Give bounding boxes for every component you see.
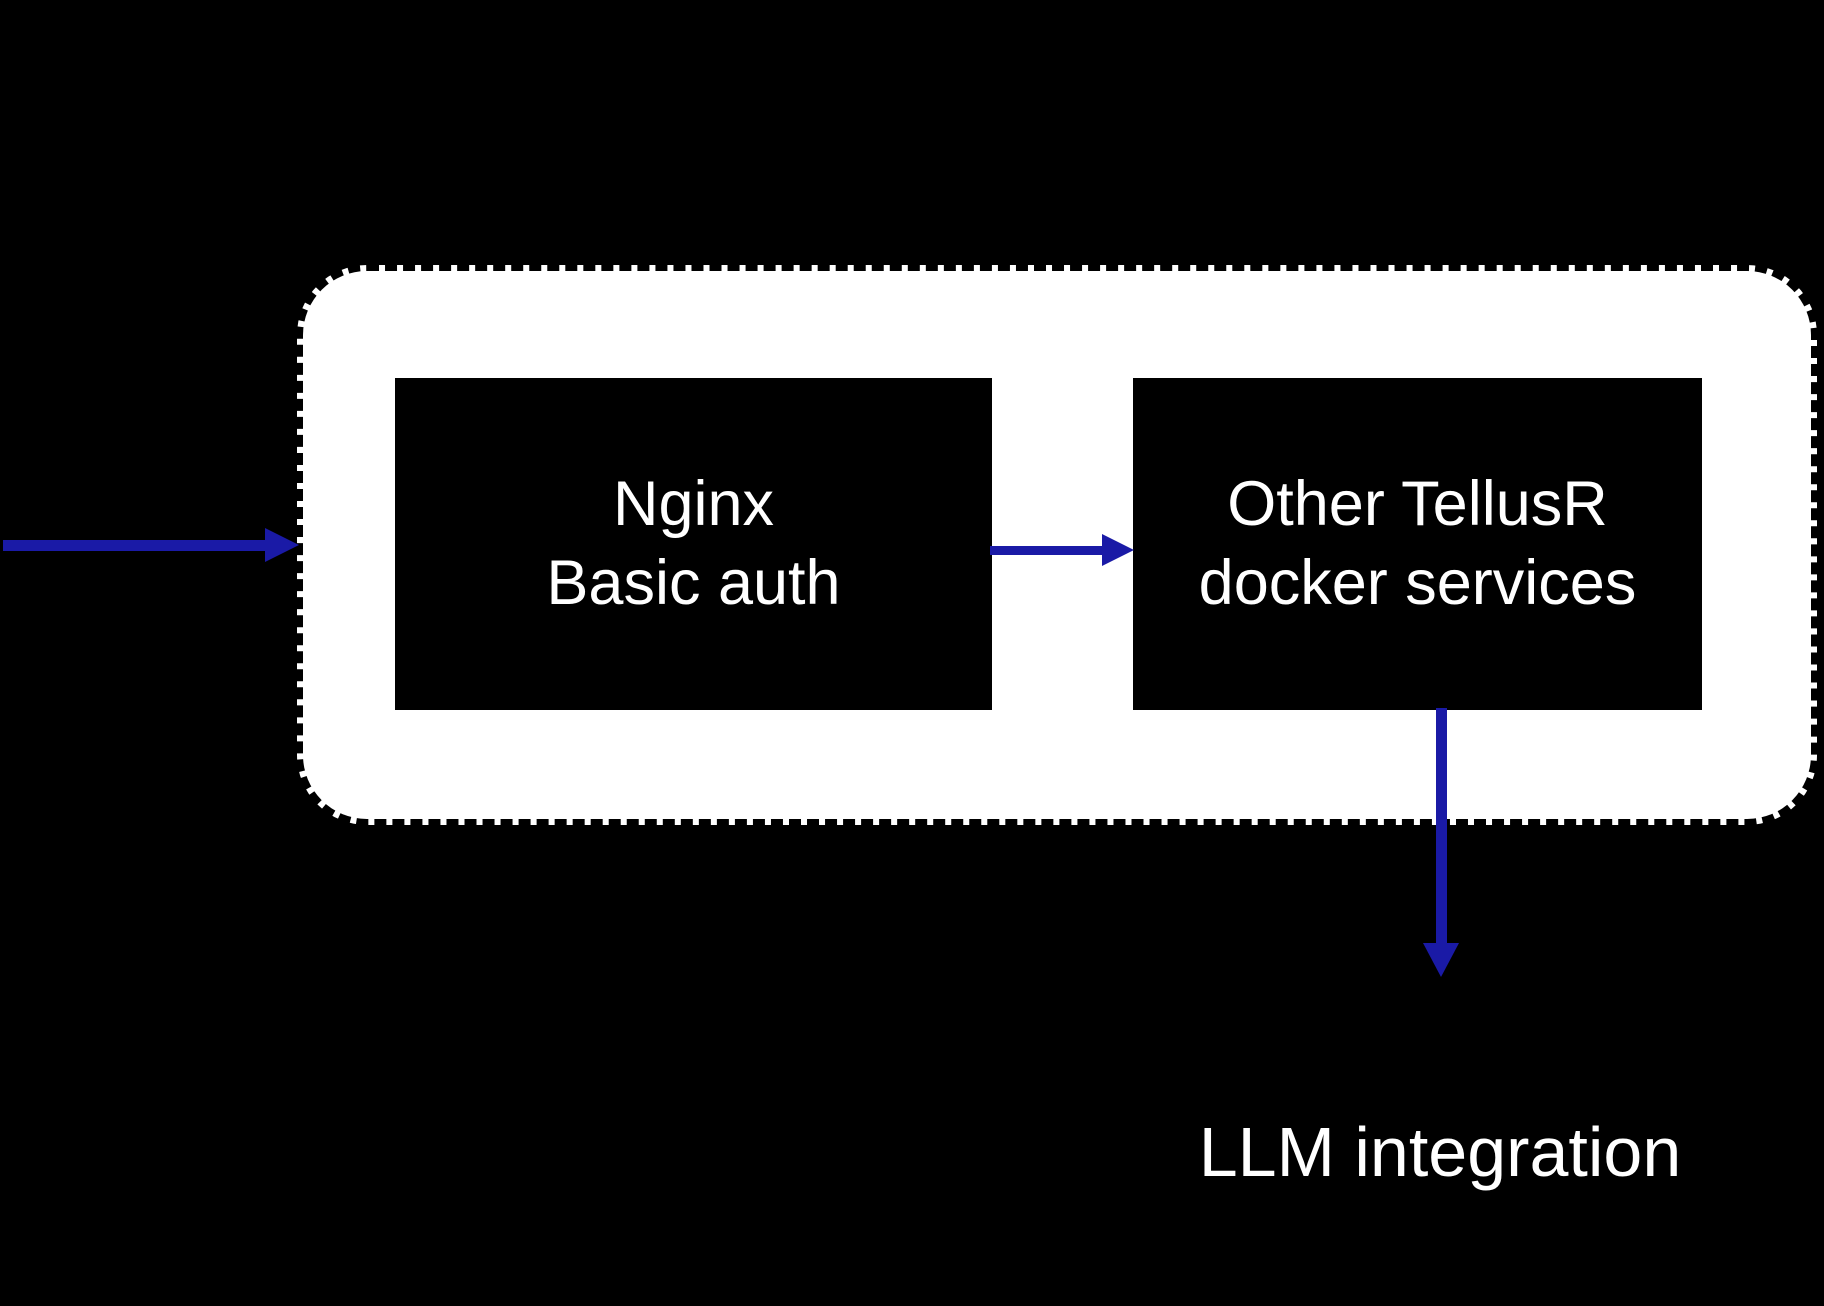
- arrow-services-to-llm-shaft: [1436, 708, 1447, 944]
- node-nginx-label-line1: Nginx: [612, 468, 775, 539]
- node-tellusr-label-line1: Other TellusR: [1227, 468, 1608, 539]
- node-nginx-label-line2: Basic auth: [546, 548, 841, 618]
- arrow-inbound-shaft: [3, 540, 265, 551]
- node-other-tellusr-docker-services: Other TellusR docker services: [1133, 378, 1702, 710]
- arrow-nginx-to-services-shaft: [990, 546, 1103, 555]
- arrow-inbound-head: [265, 528, 299, 562]
- arrow-services-to-llm-head: [1423, 943, 1459, 977]
- node-tellusr-label-line2: docker services: [1198, 548, 1637, 618]
- node-nginx-basic-auth: Nginx Basic auth: [395, 378, 992, 710]
- llm-integration-label: LLM integration: [1198, 1113, 1682, 1191]
- arrow-nginx-to-services-head: [1102, 534, 1134, 566]
